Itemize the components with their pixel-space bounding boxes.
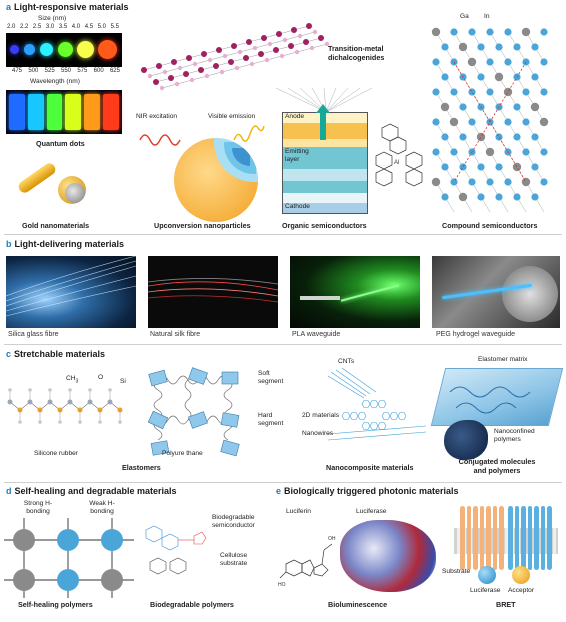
divider: [4, 344, 562, 345]
hard-segment-label: Hard segment: [258, 412, 284, 427]
quantum-dot-size-strip: [6, 33, 122, 67]
compound-lattice: [431, 27, 549, 213]
upconversion-particle: [174, 138, 258, 222]
luciferin-label: Luciferin: [286, 508, 311, 515]
divider: [4, 234, 562, 235]
biodegradable-caption: Biodegradable polymers: [150, 600, 234, 609]
acceptor-sphere: [512, 566, 530, 584]
silica-fibre-photo: [6, 256, 136, 328]
arrow-head: [316, 104, 330, 113]
si-label: Si: [120, 378, 126, 385]
silica-caption: Silica glass fibre: [8, 331, 59, 338]
self-healing-caption: Self-healing polymers: [18, 600, 93, 609]
cathode-label: Cathode: [285, 203, 310, 210]
tmd-caption: Transition-metal dichalcogenides: [328, 44, 385, 62]
alq3-molecule: Al: [375, 123, 423, 187]
luciferase-bret-label: Luciferase: [470, 587, 501, 594]
vial: [27, 94, 44, 130]
conjugated-caption: Conjugated molecules and polymers: [458, 457, 536, 475]
membrane: [454, 528, 558, 554]
biodegradable-structure: [145, 525, 207, 575]
vial: [9, 94, 25, 130]
ch3-label: CH3: [66, 375, 79, 385]
nir-wave: [139, 134, 181, 146]
bioluminescence-caption: Bioluminescence: [328, 600, 388, 609]
elastomers-caption: Elastomers: [122, 463, 161, 472]
visible-wave: [233, 125, 265, 142]
organic-caption: Organic semiconductors: [282, 221, 367, 230]
vial: [65, 94, 82, 130]
conjugated-chains: [449, 386, 531, 414]
silk-fibre-photo: [148, 256, 278, 328]
silicone-chain: [7, 388, 123, 424]
bret-caption: BRET: [496, 600, 516, 609]
quantum-dots-caption: Quantum dots: [36, 139, 85, 148]
luciferase-protein: [340, 520, 436, 592]
tmd-lattice: [141, 23, 330, 91]
nir-label: NIR excitation: [136, 113, 178, 120]
biodegradable-semi-label: Biodegradable semiconductor: [212, 514, 255, 529]
compound-caption: Compound semiconductors: [442, 221, 538, 230]
divider: [4, 482, 562, 483]
nanowires-label: Nanowires: [302, 430, 334, 437]
cellulose-label: Cellulose substrate: [220, 552, 248, 567]
substrate-label: Substrate: [442, 568, 471, 575]
ga-label: Ga: [460, 13, 469, 20]
nanoconfined-label: Nanoconfined polymers: [494, 428, 535, 443]
gpcr-orange: [460, 506, 505, 570]
pla-waveguide-photo: [290, 256, 420, 328]
elastomer-matrix-label: Elastomer matrix: [478, 356, 528, 363]
silk-caption: Natural silk fibre: [150, 331, 201, 338]
emission-arrow: [320, 110, 326, 140]
peg-caption: PEG hydrogel waveguide: [436, 331, 515, 338]
nanoconfined-blob: [444, 420, 488, 460]
vial: [46, 94, 63, 130]
anode-label: Anode: [285, 113, 305, 120]
vial: [103, 94, 119, 130]
soft-segment-label: Soft segment: [258, 370, 284, 385]
visible-emission-label: Visible emission: [208, 113, 256, 120]
cnts-label: CNTs: [338, 358, 355, 365]
o-label: O: [98, 374, 104, 381]
svg-text:Al: Al: [394, 160, 399, 166]
weak-hbond-label: Weak H-bonding: [89, 500, 115, 515]
nanocomposite-drawing: [327, 367, 427, 441]
polyurethane-network: [147, 367, 240, 457]
svg-text:HO: HO: [278, 582, 286, 588]
self-healing-grid: [4, 518, 134, 598]
emitting-layer-label: Emitting layer: [285, 148, 309, 163]
gold-caption: Gold nanomaterials: [22, 221, 90, 230]
vial: [84, 94, 101, 130]
upconversion-caption: Upconversion nanoparticles: [154, 221, 251, 230]
gold-nanorod: [16, 161, 58, 195]
polyurethane-label: Polyure thane: [162, 450, 203, 457]
strong-hbond-label: Strong H-bonding: [23, 500, 53, 515]
peg-waveguide-photo: [432, 256, 560, 328]
quantum-dot-vials: [6, 90, 122, 134]
luciferin-molecule: HO OH: [278, 536, 336, 588]
in-label: In: [484, 13, 490, 20]
nanocomposite-caption: Nanocomposite materials: [326, 463, 414, 472]
2d-materials-label: 2D materials: [302, 412, 340, 419]
gold-nanoshell: [58, 176, 86, 204]
svg-text:OH: OH: [328, 536, 336, 542]
size-axis-label: Size (nm): [38, 15, 67, 22]
luciferase-label: Luciferase: [356, 508, 387, 515]
gpcr-blue: [508, 506, 553, 570]
wavelength-axis-label: Wavelength (nm): [30, 78, 80, 85]
acceptor-label: Acceptor: [508, 587, 535, 594]
pla-caption: PLA waveguide: [292, 331, 341, 338]
luciferase-sphere: [478, 566, 496, 584]
silicone-label: Silicone rubber: [34, 450, 78, 457]
oled-stack: [282, 112, 368, 214]
